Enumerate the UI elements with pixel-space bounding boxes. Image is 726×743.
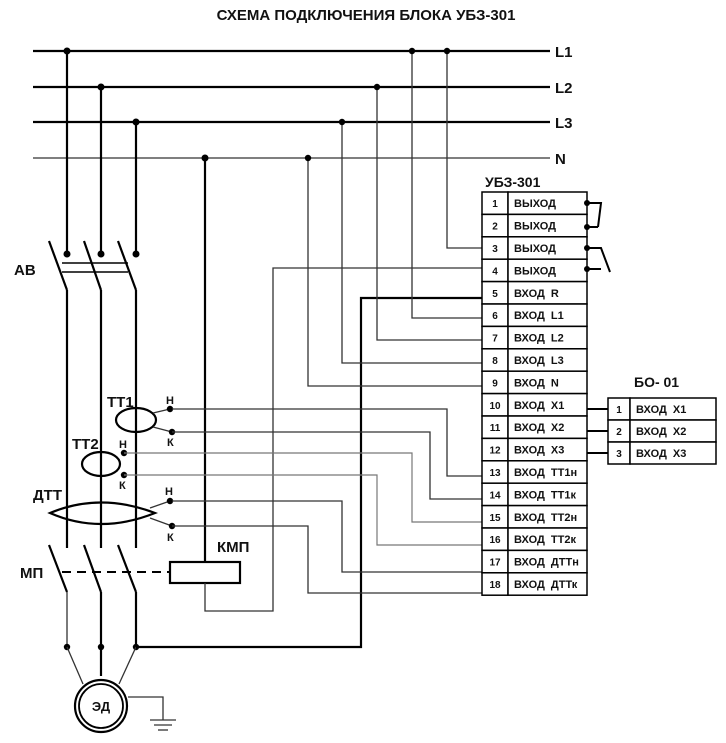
dtt-label: ДТТ (33, 487, 62, 504)
breaker-label: АВ (14, 262, 36, 279)
ubz-terminal-number: 4 (492, 266, 498, 277)
ubz-terminal-label: ВХОД L3 (514, 355, 564, 367)
ubz-terminal-12: 12 ВХОД Х3 (481, 437, 588, 462)
ubz-terminal-17: 17 ВХОД ДТТн (481, 549, 588, 574)
ubz-terminal-5: 5 ВХОД R (481, 280, 588, 305)
bo-terminal-2: 2 ВХОД Х2 (607, 419, 717, 443)
bo-01-block: БО- 01 1 ВХОД Х1 2 ВХОД Х2 3 ВХОД Х3 (587, 374, 717, 465)
ubz-terminal-8: 8 ВХОД L3 (481, 348, 588, 372)
starter-coil: КМП (168, 154, 483, 612)
ubz-terminal-label: ВЫХОД (514, 221, 556, 233)
ct2-label: ТТ2 (72, 436, 99, 453)
ubz-terminal-number: 8 (492, 356, 498, 367)
ubz-terminal-2: 2 ВЫХОД (481, 213, 588, 238)
ubz-terminal-number: 5 (492, 289, 498, 300)
ubz-terminal-label: ВХОД ДТТк (514, 579, 578, 591)
ubz-terminal-label: ВЫХОД (514, 265, 556, 277)
bus-label-l2: L2 (555, 80, 573, 97)
ubz-terminal-label: ВХОД ТТ1н (514, 467, 577, 479)
ubz-terminal-label: ВХОД L2 (514, 333, 564, 345)
bo-terminal-label: ВХОД Х2 (636, 426, 686, 438)
ubz-terminal-15: 15 ВХОД ТТ2н (481, 504, 588, 529)
bus-label-n: N (555, 151, 566, 168)
ubz-terminal-number: 17 (489, 558, 501, 569)
ubz-terminal-number: 12 (489, 446, 501, 457)
ubz-terminal-number: 13 (489, 468, 501, 479)
ubz-terminal-11: 11 ВХОД Х2 (481, 415, 588, 440)
ubz-terminal-label: ВХОД Х2 (514, 422, 564, 434)
phase-lines-mid (65, 290, 138, 548)
ubz-terminal-number: 9 (492, 378, 498, 389)
bo-terminal-1: 1 ВХОД Х1 (607, 397, 717, 421)
ubz-terminal-label: ВХОД R (514, 288, 559, 300)
ubz-terminal-number: 3 (492, 244, 498, 255)
ct1-label: ТТ1 (107, 394, 134, 411)
bo-title: БО- 01 (634, 374, 679, 390)
ubz-terminal-label: ВЫХОД (514, 198, 556, 210)
differential-current-transformer: Н К ДТТ (33, 486, 176, 544)
ubz-terminal-label: ВХОД ТТ1к (514, 489, 576, 501)
bo-terminal-number: 2 (616, 427, 622, 438)
ubz-terminal-18: 18 ВХОД ДТТк (481, 572, 588, 596)
sense-wires (304, 47, 483, 387)
ubz-title: УБЗ-301 (485, 174, 541, 190)
power-buses: L1 L2 L3 N (33, 44, 573, 168)
ubz-terminal-label: ВЫХОД (514, 243, 556, 255)
ubz-terminal-number: 16 (489, 535, 501, 546)
ct1-end-mark: К (167, 437, 174, 449)
ubz-terminal-9: 9 ВХОД N (481, 370, 588, 395)
ubz-terminal-label: ВХОД ДТТн (514, 557, 579, 569)
ubz-terminal-label: ВХОД N (514, 377, 559, 389)
bus-label-l1: L1 (555, 44, 573, 61)
ubz-terminal-number: 15 (489, 513, 501, 524)
ubz-terminal-label: ВХОД Х1 (514, 400, 564, 412)
ct1-start-mark: Н (166, 395, 174, 407)
bo-terminal-label: ВХОД Х1 (636, 404, 686, 416)
ubz-terminal-4: 4 ВЫХОД (481, 258, 588, 283)
motor-label: ЭД (92, 699, 111, 714)
ubz-terminal-number: 14 (489, 490, 501, 501)
bo-terminal-3: 3 ВХОД Х3 (607, 441, 717, 465)
ubz-terminal-1: 1 ВЫХОД (481, 191, 588, 216)
ct2-end-mark: К (119, 480, 126, 492)
ubz-terminal-10: 10 ВХОД Х1 (481, 392, 588, 417)
ct2-start-mark: Н (119, 439, 127, 451)
ubz-terminal-number: 7 (492, 334, 498, 345)
ubz-terminal-label: ВХОД L1 (514, 310, 564, 322)
phase-drops (63, 47, 140, 258)
ubz-terminal-number: 6 (492, 311, 498, 322)
diagram-title: СХЕМА ПОДКЛЮЧЕНИЯ БЛОКА УБЗ-301 (217, 7, 516, 24)
output-contacts (584, 200, 611, 273)
ubz-terminal-14: 14 ВХОД ТТ1к (481, 482, 588, 507)
coil-label: КМП (217, 539, 249, 556)
bus-label-l3: L3 (555, 115, 573, 132)
ubz-terminal-13: 13 ВХОД ТТ1н (481, 460, 588, 484)
ubz-terminal-6: 6 ВХОД L1 (481, 303, 588, 328)
electric-motor: ЭД (73, 678, 176, 734)
current-transformer-2: Н К ТТ2 (72, 436, 128, 492)
ubz-terminal-label: ВХОД ТТ2н (514, 512, 577, 524)
ubz-terminal-number: 2 (492, 222, 498, 233)
ubz-terminal-16: 16 ВХОД ТТ2к (481, 527, 588, 552)
ubz-terminal-number: 1 (492, 199, 498, 210)
bo-terminal-number: 1 (616, 405, 622, 416)
current-transformer-1: Н К ТТ1 (107, 394, 176, 449)
ubz-terminal-number: 11 (490, 423, 501, 434)
ubz-terminal-3: 3 ВЫХОД (481, 236, 588, 260)
ubz-terminal-7: 7 ВХОД L2 (481, 325, 588, 350)
starter-label: МП (20, 565, 43, 582)
ubz-terminal-label: ВХОД Х3 (514, 445, 564, 457)
ubz-terminal-label: ВХОД ТТ2к (514, 534, 576, 546)
circuit-breaker: АВ (14, 240, 138, 291)
ubz-terminal-number: 18 (489, 580, 501, 591)
motor-lines (63, 296, 483, 685)
bo-terminal-label: ВХОД Х3 (636, 448, 686, 460)
magnetic-starter: МП (20, 544, 170, 593)
ct-wires (124, 408, 483, 594)
dtt-end-mark: К (167, 532, 174, 544)
bo-terminal-number: 3 (616, 449, 622, 460)
ubz-terminal-number: 10 (489, 401, 501, 412)
dtt-start-mark: Н (165, 486, 173, 498)
